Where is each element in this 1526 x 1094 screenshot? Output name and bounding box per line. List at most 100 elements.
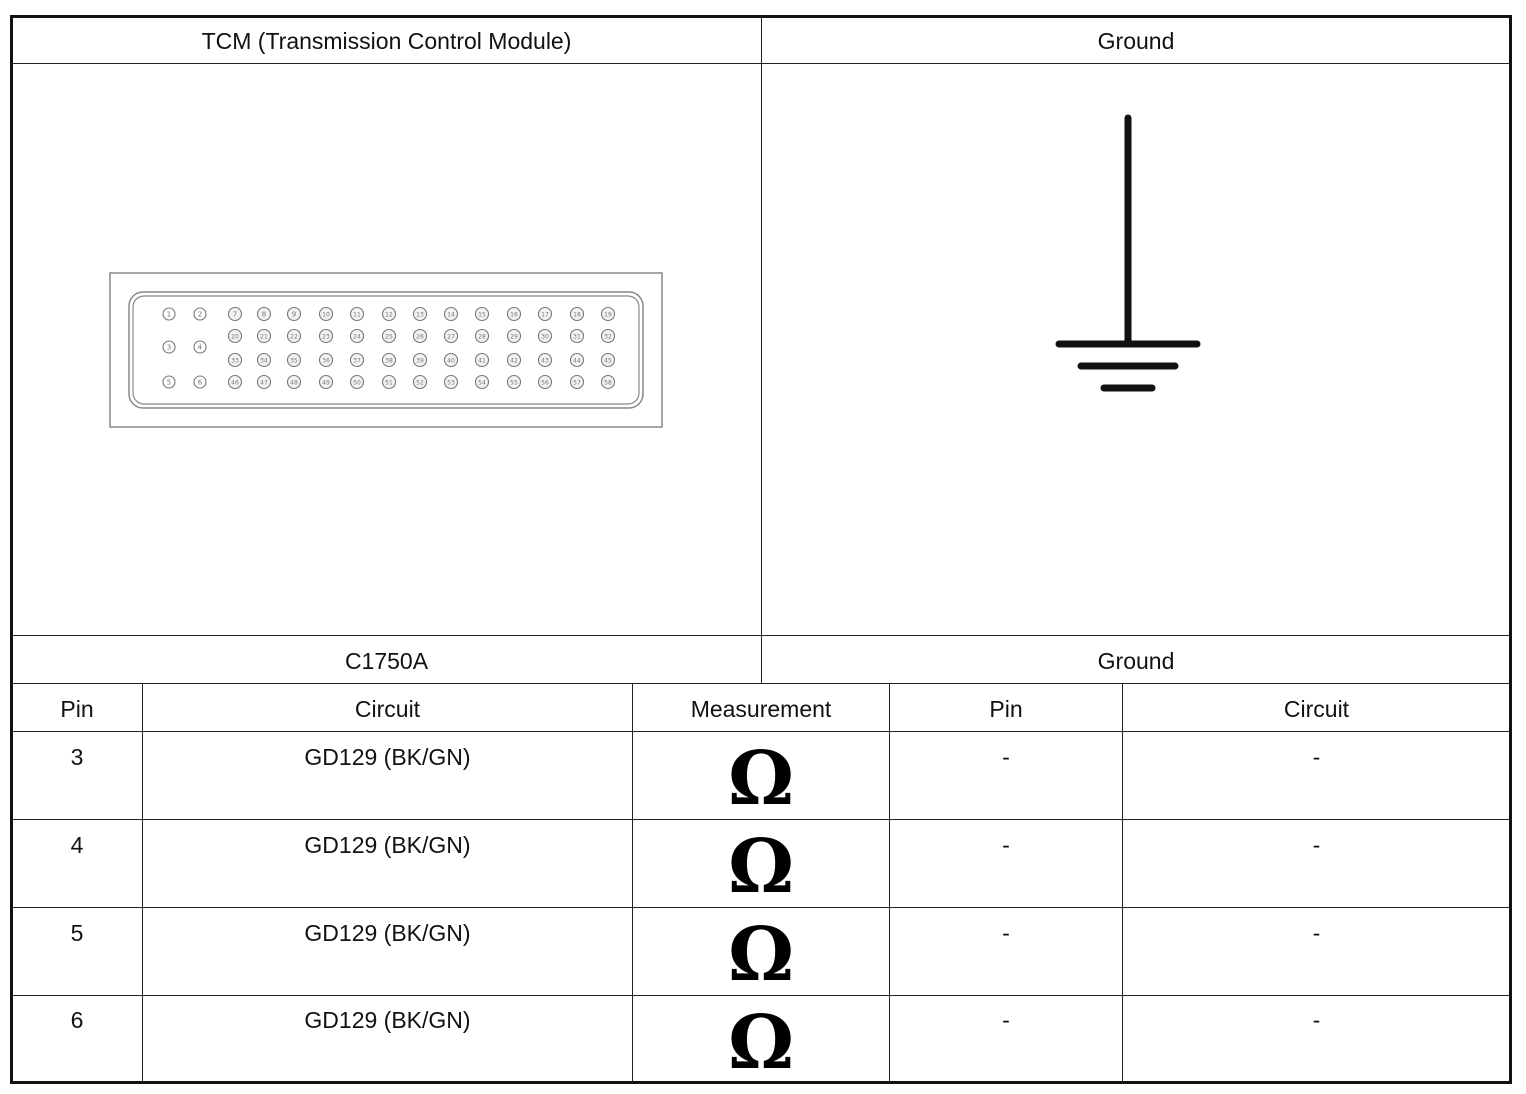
table-header-ground-pin: Pin — [989, 696, 1023, 722]
connector-pin-4: 4 — [193, 340, 207, 354]
svg-text:58: 58 — [604, 380, 612, 387]
svg-text:26: 26 — [416, 334, 424, 341]
svg-text:25: 25 — [385, 334, 393, 341]
svg-text:56: 56 — [541, 380, 549, 387]
svg-text:54: 54 — [478, 380, 486, 387]
svg-text:Ω: Ω — [731, 744, 791, 808]
svg-text:6: 6 — [198, 379, 203, 387]
table-col-divider-1 — [142, 683, 143, 1081]
connector-pin-30: 30 — [537, 328, 553, 344]
connector-pin-39: 39 — [412, 352, 428, 368]
connector-pin-6: 6 — [193, 375, 207, 389]
svg-text:7: 7 — [233, 311, 237, 319]
table-col-divider-3 — [889, 683, 890, 1081]
label-rule — [12, 683, 1510, 684]
diagram-frame — [10, 15, 1512, 1084]
connector-pin-46: 46 — [227, 374, 243, 390]
row-rule-3 — [12, 995, 1510, 996]
connector-pin-19: 19 — [600, 306, 616, 322]
table-header-pin: Pin — [60, 696, 94, 722]
connector-pin-54: 54 — [474, 374, 490, 390]
ohm-icon: Ω — [731, 1008, 791, 1072]
svg-text:22: 22 — [290, 334, 298, 341]
connector-pin-18: 18 — [569, 306, 585, 322]
svg-text:36: 36 — [322, 358, 330, 365]
row-3-pin: 5 — [70, 920, 84, 946]
svg-text:1: 1 — [167, 311, 171, 319]
svg-text:43: 43 — [541, 358, 549, 365]
svg-text:12: 12 — [385, 312, 393, 319]
connector-pin-7: 7 — [227, 306, 243, 322]
row-2-circuit: GD129 (BK/GN) — [304, 832, 471, 858]
row-3-ground-pin: - — [1002, 920, 1010, 946]
row-rule-1 — [12, 819, 1510, 820]
svg-text:21: 21 — [260, 334, 268, 341]
row-4-ground-circuit: - — [1312, 1007, 1321, 1033]
row-4-ground-pin: - — [1002, 1007, 1010, 1033]
svg-text:16: 16 — [510, 312, 518, 319]
svg-text:19: 19 — [604, 312, 612, 319]
connector-pin-9: 9 — [286, 306, 302, 322]
connector-pin-57: 57 — [569, 374, 585, 390]
svg-text:44: 44 — [573, 358, 581, 365]
svg-text:34: 34 — [260, 358, 268, 365]
svg-text:23: 23 — [322, 334, 330, 341]
svg-text:15: 15 — [478, 312, 486, 319]
connector-pin-31: 31 — [569, 328, 585, 344]
connector-pin-26: 26 — [412, 328, 428, 344]
connector-pin-35: 35 — [286, 352, 302, 368]
connector-pin-52: 52 — [412, 374, 428, 390]
svg-text:41: 41 — [478, 358, 486, 365]
connector-pin-49: 49 — [318, 374, 334, 390]
svg-text:48: 48 — [290, 380, 298, 387]
row-3-circuit: GD129 (BK/GN) — [304, 920, 471, 946]
row-2-pin: 4 — [70, 832, 84, 858]
connector-pin-47: 47 — [256, 374, 272, 390]
connector-pin-16: 16 — [506, 306, 522, 322]
connector-pin-2: 2 — [193, 307, 207, 321]
connector-pin-41: 41 — [474, 352, 490, 368]
connector-pin-58: 58 — [600, 374, 616, 390]
connector-pin-14: 14 — [443, 306, 459, 322]
svg-text:45: 45 — [604, 358, 612, 365]
table-header-measurement: Measurement — [690, 696, 832, 722]
svg-text:42: 42 — [510, 358, 518, 365]
connector-pin-50: 50 — [349, 374, 365, 390]
connector-label-ground: Ground — [1097, 648, 1175, 674]
svg-text:17: 17 — [541, 312, 549, 319]
svg-text:53: 53 — [447, 380, 455, 387]
connector-pin-17: 17 — [537, 306, 553, 322]
ohm-icon: Ω — [731, 744, 791, 808]
svg-text:47: 47 — [260, 380, 268, 387]
svg-text:9: 9 — [292, 311, 296, 319]
connector-pin-33: 33 — [227, 352, 243, 368]
row-1-ground-circuit: - — [1312, 744, 1321, 770]
svg-text:27: 27 — [447, 334, 455, 341]
svg-text:14: 14 — [447, 312, 455, 319]
svg-text:57: 57 — [573, 380, 581, 387]
svg-text:Ω: Ω — [731, 832, 791, 896]
connector-pin-29: 29 — [506, 328, 522, 344]
connector-pin-38: 38 — [381, 352, 397, 368]
svg-text:4: 4 — [198, 344, 203, 352]
svg-text:38: 38 — [385, 358, 393, 365]
connector-pin-34: 34 — [256, 352, 272, 368]
svg-text:13: 13 — [416, 312, 424, 319]
svg-text:37: 37 — [353, 358, 361, 365]
connector-pin-15: 15 — [474, 306, 490, 322]
svg-text:46: 46 — [231, 380, 239, 387]
svg-text:11: 11 — [353, 312, 361, 319]
connector-pin-22: 22 — [286, 328, 302, 344]
table-header-circuit: Circuit — [354, 696, 421, 722]
svg-text:33: 33 — [231, 358, 239, 365]
connector-pin-44: 44 — [569, 352, 585, 368]
svg-text:24: 24 — [353, 334, 361, 341]
connector-pin-48: 48 — [286, 374, 302, 390]
svg-text:50: 50 — [353, 380, 361, 387]
connector-pin-23: 23 — [318, 328, 334, 344]
connector-pin-53: 53 — [443, 374, 459, 390]
svg-text:3: 3 — [167, 344, 171, 352]
row-1-pin: 3 — [70, 744, 84, 770]
svg-text:Ω: Ω — [731, 920, 791, 984]
